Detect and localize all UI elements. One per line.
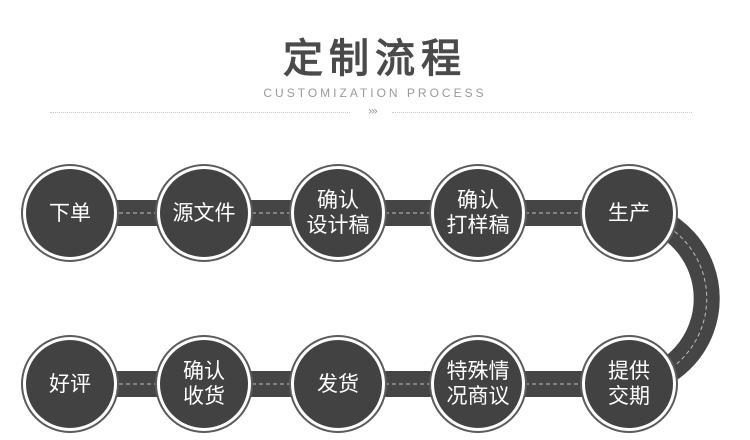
step-special-negotiation: 特殊情况商议 [434, 340, 522, 428]
step-confirm-receipt: 确认收货 [160, 340, 248, 428]
step-confirm-design: 确认设计稿 [294, 169, 382, 257]
step-label: 确认收货 [183, 359, 225, 408]
chevron-right-icon: ››› [367, 104, 378, 118]
step-review: 好评 [26, 340, 114, 428]
step-label: 特殊情况商议 [446, 359, 510, 408]
step-label: 源文件 [172, 200, 236, 225]
step-label: 好评 [49, 371, 91, 396]
step-order: 下单 [26, 169, 114, 257]
step-source-file: 源文件 [160, 169, 248, 257]
page-title: 定制流程 [283, 36, 467, 82]
step-label: 下单 [49, 200, 91, 225]
step-label: 确认设计稿 [306, 188, 370, 237]
step-label: 确认打样稿 [446, 188, 510, 237]
page-subtitle: CUSTOMIZATION PROCESS [263, 86, 487, 100]
step-production: 生产 [585, 169, 673, 257]
step-delivery-date: 提供交期 [585, 340, 673, 428]
step-shipping: 发货 [294, 340, 382, 428]
divider-right [392, 112, 692, 113]
step-label: 发货 [317, 371, 359, 396]
step-label: 提供交期 [608, 359, 650, 408]
step-label: 生产 [608, 200, 650, 225]
step-confirm-proof: 确认打样稿 [434, 169, 522, 257]
divider-left [50, 112, 350, 113]
